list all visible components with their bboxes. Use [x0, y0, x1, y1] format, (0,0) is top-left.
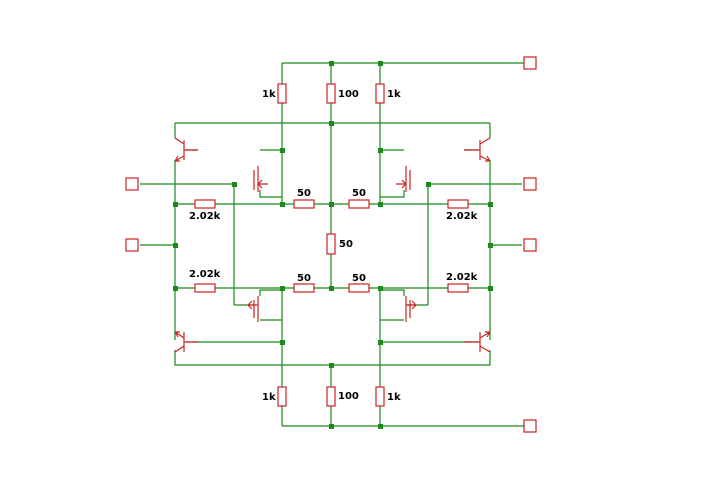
resistor-center — [326, 233, 336, 255]
resistor-bottom-right — [375, 386, 385, 407]
terminal-gate-right — [523, 177, 537, 191]
resistor-bottom-left — [277, 386, 287, 407]
transistor-lower-right — [464, 331, 491, 353]
transistor-upper-left — [174, 137, 198, 162]
label-r-bottom-right: 1k — [387, 392, 401, 403]
fet-upper-left — [253, 166, 268, 192]
resistor-top-right — [375, 83, 385, 104]
label-r-top-left: 1k — [262, 89, 276, 100]
terminal-top-right — [523, 56, 537, 70]
terminal-mid-right — [523, 238, 537, 252]
label-r-bottom-mid: 100 — [338, 391, 359, 402]
label-r-bottom-left: 1k — [262, 392, 276, 403]
label-r-upper-left: 2.02k — [189, 211, 221, 222]
fet-upper-right — [396, 166, 411, 192]
resistor-upper-mid-left — [293, 199, 315, 209]
label-r-lower-left: 2.02k — [189, 269, 221, 280]
junction-dots — [173, 61, 493, 429]
resistors — [194, 83, 469, 407]
label-r-lower-right: 2.02k — [446, 272, 478, 283]
label-r-upper-mid-right: 50 — [352, 188, 366, 199]
label-r-upper-mid-left: 50 — [297, 188, 311, 199]
resistor-upper-right — [447, 199, 469, 209]
resistor-lower-mid-right — [348, 283, 370, 293]
fet-lower-left — [247, 296, 259, 322]
label-r-top-mid: 100 — [338, 89, 359, 100]
terminal-gate-left — [125, 177, 139, 191]
terminal-mid-left — [125, 238, 139, 252]
terminals — [125, 56, 537, 433]
resistor-upper-mid-right — [348, 199, 370, 209]
label-r-lower-mid-left: 50 — [297, 273, 311, 284]
fet-lower-right — [405, 296, 417, 322]
resistor-lower-right — [447, 283, 469, 293]
component-labels: 1k 100 1k 50 50 2.02k 2.02k 50 2.02k 2.0… — [189, 89, 478, 403]
terminal-bottom-right — [523, 419, 537, 433]
resistor-upper-left — [194, 199, 216, 209]
transistor-lower-left — [174, 331, 198, 353]
label-r-upper-right: 2.02k — [446, 211, 478, 222]
label-r-center: 50 — [339, 239, 353, 250]
label-r-top-right: 1k — [387, 89, 401, 100]
transistor-upper-right — [464, 137, 491, 162]
resistor-lower-left — [194, 283, 216, 293]
resistor-bottom-mid — [326, 386, 336, 407]
label-r-lower-mid-right: 50 — [352, 273, 366, 284]
resistor-top-left — [277, 83, 287, 104]
resistor-lower-mid-left — [293, 283, 315, 293]
resistor-top-mid — [326, 83, 336, 104]
